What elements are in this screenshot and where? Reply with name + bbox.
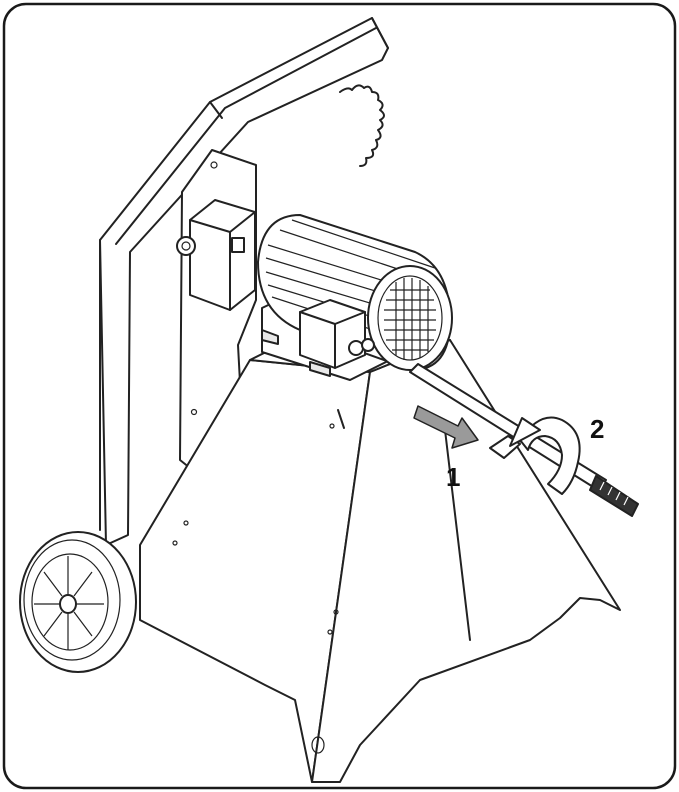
step-2-label: 2 — [590, 414, 604, 444]
rotation-arrow — [509, 416, 581, 495]
wheel — [19, 531, 137, 673]
wheel-hub — [59, 594, 77, 614]
motor — [257, 214, 453, 381]
push-arrow — [413, 405, 479, 449]
switch-button — [231, 237, 245, 253]
screw — [190, 408, 198, 416]
fan-cover — [367, 265, 453, 371]
blade-guard — [99, 17, 389, 546]
switch-box — [176, 199, 256, 311]
foot-hole — [311, 736, 325, 754]
step-1-label: 1 — [446, 462, 460, 492]
cable-gland — [348, 340, 364, 356]
saw-blade — [339, 84, 385, 167]
switch-knob — [176, 236, 196, 256]
screw — [210, 161, 218, 169]
